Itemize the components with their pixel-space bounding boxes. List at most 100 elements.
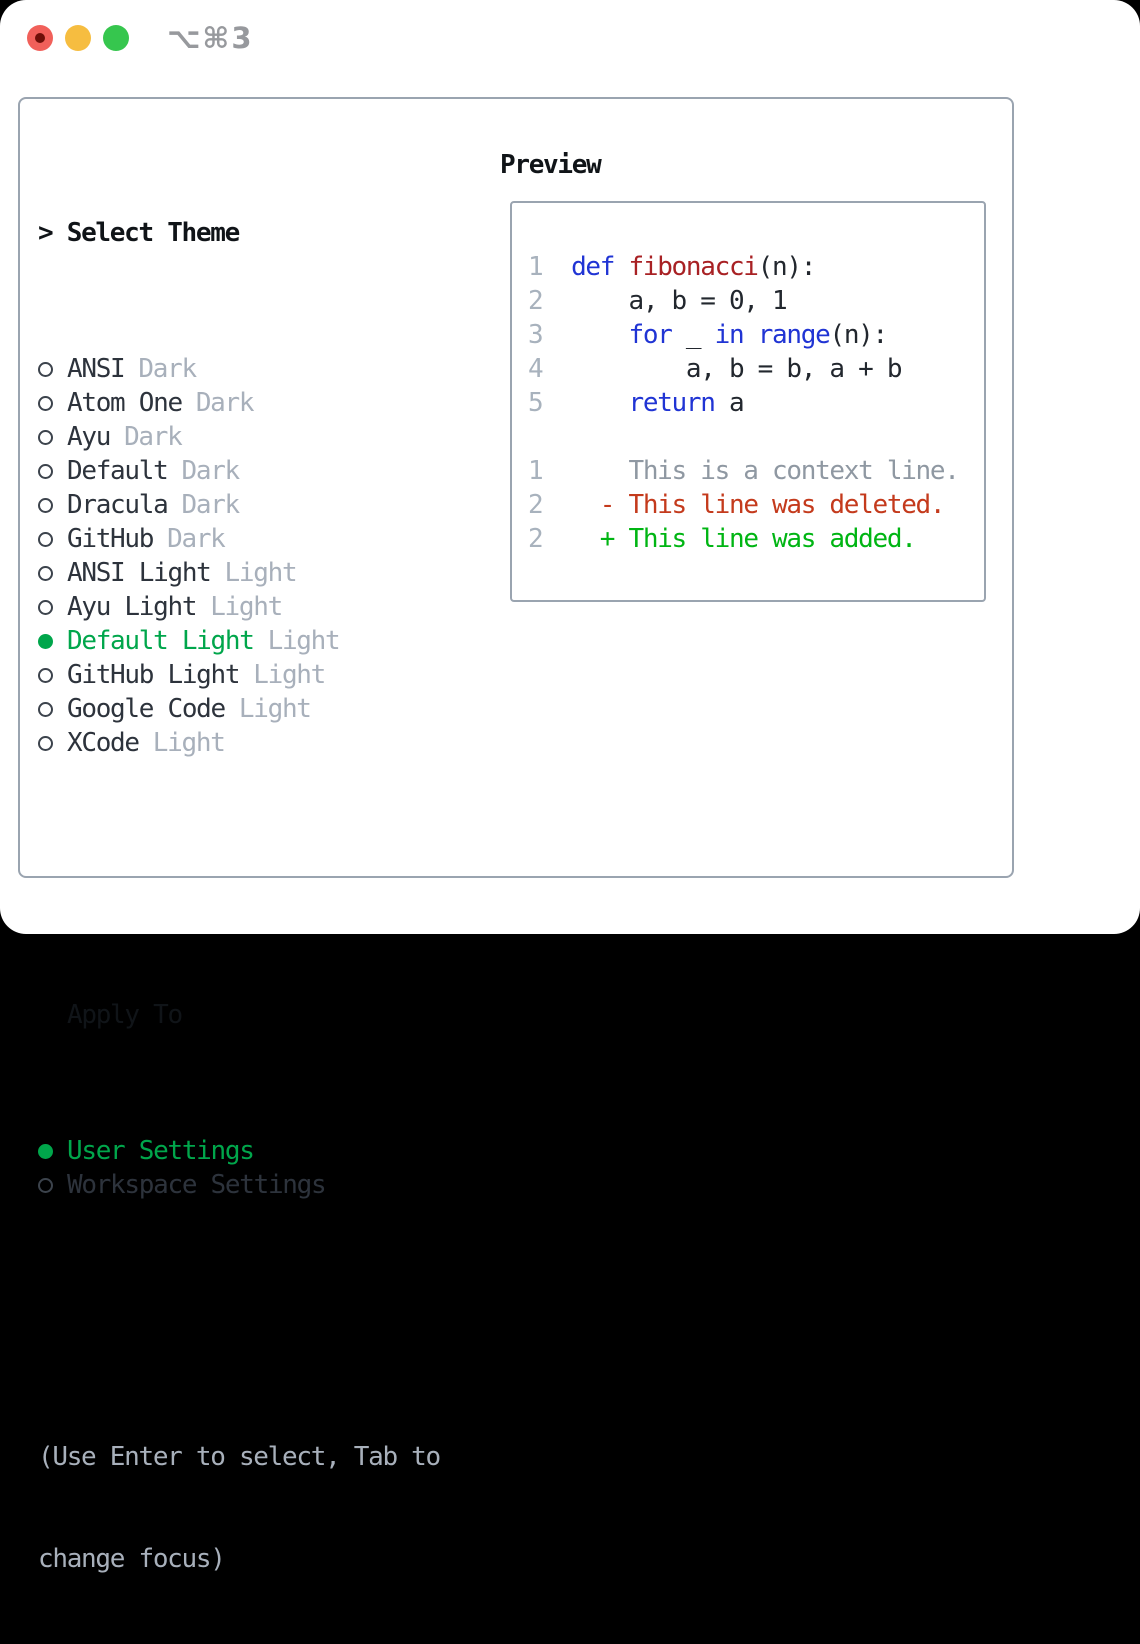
radio-icon: [38, 735, 53, 751]
select-theme-heading: > Select Theme: [38, 216, 440, 250]
radio-icon: [38, 361, 53, 377]
theme-variant: Light: [267, 626, 341, 656]
theme-option[interactable]: ANSI Dark: [38, 352, 440, 386]
theme-option[interactable]: GitHub Light Light: [38, 658, 440, 692]
theme-variant: Light: [253, 660, 326, 690]
radio-icon: [38, 463, 53, 479]
radio-icon: [38, 497, 53, 513]
code-segment: [571, 388, 628, 418]
theme-name: Ayu Light: [67, 592, 197, 622]
apply-option-label: User Settings: [67, 1136, 255, 1166]
code-segment: _: [671, 320, 715, 350]
apply-option[interactable]: User Settings: [38, 1134, 440, 1168]
hint-line-1: (Use Enter to select, Tab to: [38, 1442, 441, 1472]
zoom-button[interactable]: [103, 25, 129, 51]
theme-name: Dracula: [67, 490, 169, 520]
code-segment: a, b = b, a + b: [571, 354, 903, 384]
code-segment: + This line was added.: [599, 524, 917, 554]
theme-name: Ayu: [67, 422, 111, 452]
radio-selected-icon: [38, 1143, 53, 1159]
apply-to-heading: Apply To: [67, 1000, 183, 1030]
line-number: 2: [528, 490, 544, 520]
code-segment: in: [714, 320, 745, 350]
theme-name: Default Light: [67, 626, 255, 656]
line-number: 3: [528, 320, 572, 350]
code-line: 2 - This line was deleted.: [528, 488, 984, 522]
titlebar: ⌥⌘3: [27, 21, 254, 55]
minimize-button[interactable]: [65, 25, 91, 51]
theme-name: Default: [67, 456, 169, 486]
theme-option[interactable]: Default Light Light: [38, 624, 440, 658]
theme-name: GitHub Light: [67, 660, 241, 690]
hint-line-2: change focus): [38, 1544, 226, 1574]
radio-selected-icon: [38, 633, 53, 649]
theme-variant: Light: [238, 694, 312, 724]
code-segment: [743, 320, 757, 350]
code-segment: - This line was deleted.: [599, 490, 946, 520]
line-number: 1: [528, 456, 544, 486]
theme-option[interactable]: Atom One Dark: [38, 386, 440, 420]
line-number: 2: [528, 286, 572, 316]
theme-variant: Dark: [138, 354, 197, 384]
radio-icon: [38, 395, 53, 411]
code-segment: [542, 490, 599, 520]
code-line: 3 for _ in range(n):: [528, 318, 984, 352]
theme-option[interactable]: Dracula Dark: [38, 488, 440, 522]
code-segment: return: [628, 388, 715, 418]
spacer-row: [38, 862, 440, 896]
code-line: 2 a, b = 0, 1: [528, 284, 984, 318]
radio-icon: [38, 1177, 53, 1193]
radio-icon: [38, 667, 53, 683]
theme-variant: Dark: [181, 490, 240, 520]
theme-variant: Light: [210, 592, 283, 622]
theme-variant: Dark: [195, 388, 255, 418]
window-shortcut-title: ⌥⌘3: [167, 21, 254, 55]
code-segment: (n):: [829, 320, 888, 350]
radio-icon: [38, 531, 53, 547]
code-segment: a, b = 0, 1: [571, 286, 787, 316]
radio-icon: [38, 565, 53, 581]
apply-option-label: Workspace Settings: [67, 1170, 327, 1200]
theme-variant: Light: [152, 728, 226, 758]
code-line: 1 This is a context line.: [528, 454, 984, 488]
theme-option[interactable]: Ayu Light Light: [38, 590, 440, 624]
line-number: 2: [528, 524, 544, 554]
code-segment: (n):: [757, 252, 817, 282]
code-segment: range: [757, 320, 831, 350]
spacer-row: [38, 1304, 440, 1338]
radio-icon: [38, 429, 53, 445]
code-segment: [542, 524, 599, 554]
code-line: 5 return a: [528, 386, 984, 420]
line-number: 1: [528, 252, 572, 282]
code-line: [528, 420, 984, 454]
apply-option[interactable]: Workspace Settings: [38, 1168, 440, 1202]
close-button[interactable]: [27, 25, 53, 51]
code-segment: def: [571, 252, 615, 282]
radio-icon: [38, 599, 53, 615]
code-segment: This is a context line.: [542, 456, 959, 486]
unsaved-changes-dot-icon: [35, 33, 45, 43]
radio-icon: [38, 701, 53, 717]
select-theme-heading-label: Select Theme: [66, 218, 241, 248]
code-line: 2 + This line was added.: [528, 522, 984, 556]
code-segment: for: [628, 320, 672, 350]
code-segment: a: [714, 388, 745, 418]
theme-name: ANSI: [67, 354, 126, 384]
theme-name: Atom One: [67, 388, 183, 418]
line-number: 4: [528, 354, 572, 384]
preview-heading: Preview: [500, 150, 602, 180]
line-number: 5: [528, 388, 572, 418]
theme-name: ANSI Light: [67, 558, 212, 588]
theme-option[interactable]: XCode Light: [38, 726, 440, 760]
code-line: 1 def fibonacci(n):: [528, 250, 984, 284]
theme-name: XCode: [67, 728, 140, 758]
